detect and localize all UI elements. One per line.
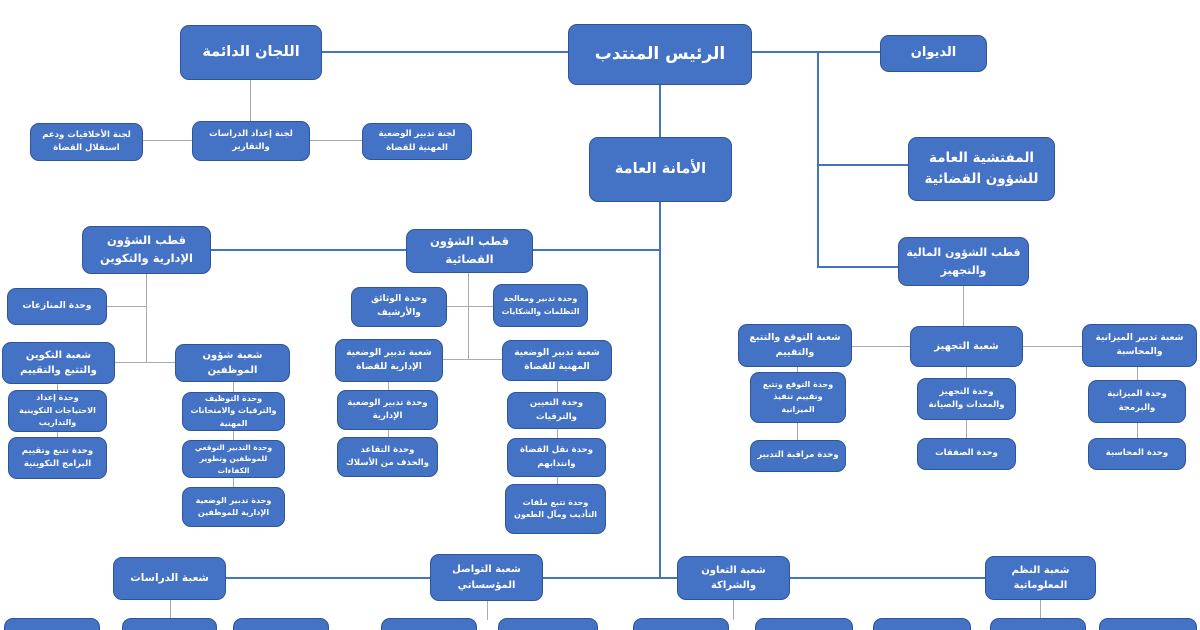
node-staff-admin-status-unit: وحدة تدبير الوضعية الإدارية للموظفين: [182, 487, 285, 527]
node-bottom-unit-cut-2: [122, 618, 217, 630]
node-grievances-complaints-unit: وحدة تدبير ومعالجة التظلمات والشكايات: [493, 284, 588, 327]
node-staff-predictive-mgmt-unit: وحدة التدبير التوقعي للموظفين وتطوير الك…: [182, 440, 285, 478]
connector-line: [790, 577, 985, 579]
connector-line: [817, 164, 911, 166]
node-admin-status-mgmt-unit: وحدة تدبير الوضعية الإدارية: [337, 390, 438, 430]
connector-line: [797, 367, 799, 372]
node-management-control-unit: وحدة مراقبة التدبير: [750, 440, 846, 472]
connector-line: [115, 362, 175, 364]
node-general-secretariat: الأمانة العامة: [589, 137, 732, 202]
connector-line: [443, 359, 502, 361]
connector-line: [557, 429, 559, 438]
node-information-systems-division: شعبة النظم المعلوماتية: [985, 556, 1096, 600]
node-judges-transfer-unit: وحدة نقل القضاة وانتدابهم: [507, 438, 606, 477]
node-recruitment-promotions-unit: وحدة التوظيف والترقيات والامتحانات المهن…: [182, 392, 285, 431]
connector-line: [797, 423, 799, 440]
connector-line: [107, 306, 146, 308]
node-diwan: الديوان: [880, 35, 987, 72]
node-appointment-promotions-unit: وحدة التعيين والترقيات: [507, 392, 606, 429]
connector-line: [817, 51, 819, 267]
connector-line: [388, 382, 390, 390]
connector-line: [557, 477, 559, 485]
connector-line: [233, 478, 235, 487]
node-admin-training-pole: قطب الشؤون الإدارية والتكوين: [82, 226, 211, 274]
connector-line: [1040, 600, 1042, 620]
connector-line: [233, 382, 235, 392]
node-equipment-maintenance-unit: وحدة التجهيز والمعدات والصيانة: [917, 378, 1016, 420]
connector-line: [322, 51, 568, 53]
node-bottom-unit-cut-8: [873, 618, 971, 630]
node-permanent-committees: اللجان الدائمة: [180, 25, 322, 80]
node-bottom-unit-cut-5: [498, 618, 598, 630]
node-budget-accounting-division: شعبة تدبير الميزانية والمحاسبة: [1082, 324, 1197, 367]
connector-line: [659, 85, 661, 137]
connector-line: [57, 384, 59, 391]
node-financial-equipment-pole: قطب الشؤون المالية والتجهيز: [898, 237, 1029, 286]
node-bottom-unit-cut-10: [1099, 618, 1197, 630]
node-budget-forecast-unit: وحدة التوقع وتتبع وتقييم تنفيذ الميزانية: [750, 372, 846, 423]
connector-line: [226, 577, 430, 579]
connector-line: [250, 80, 252, 121]
node-cooperation-partnership-division: شعبة التعاون والشراكة: [677, 556, 790, 600]
connector-line: [543, 577, 677, 579]
node-ethics-committee: لجنة الأخلاقيات ودعم استقلال القضاة: [30, 123, 143, 161]
node-equipment-division: شعبة التجهيز: [910, 326, 1023, 367]
connector-line: [733, 600, 735, 620]
node-procurement-unit: وحدة الصفقات: [917, 438, 1016, 470]
connector-line: [817, 266, 898, 268]
node-bottom-unit-cut-6: [633, 618, 729, 630]
node-retirement-unit: وحدة التقاعد والحذف من الأسلاك: [337, 437, 438, 477]
node-institutional-communication-division: شعبة التواصل المؤسساتي: [430, 554, 543, 601]
node-budget-programming-unit: وحدة الميزانية والبرمجة: [1088, 380, 1186, 423]
connector-line: [966, 420, 968, 438]
connector-line: [557, 381, 559, 392]
node-bottom-unit-cut-1: [4, 618, 100, 630]
node-training-needs-unit: وحدة إعداد الاحتياجات التكوينية والتداري…: [8, 390, 107, 432]
connector-line: [468, 273, 470, 360]
node-disputes-unit: وحدة المنازعات: [7, 288, 107, 325]
node-bottom-unit-cut-7: [755, 618, 853, 630]
connector-line: [659, 202, 661, 578]
connector-line: [752, 51, 880, 53]
connector-line: [388, 430, 390, 437]
node-judges-prof-status-division: شعبة تدبير الوضعية المهنية للقضاة: [502, 340, 612, 381]
node-studies-division: شعبة الدراسات: [113, 557, 226, 600]
connector-line: [447, 306, 493, 308]
node-accounting-unit: وحدة المحاسبة: [1088, 438, 1186, 470]
node-documents-archive-unit: وحدة الوثائق والأرشيف: [351, 287, 447, 327]
node-judges-status-committee: لجنة تدبير الوضعية المهنية للقضاة: [362, 123, 472, 160]
node-forecast-followup-division: شعبة التوقع والتتبع والتقييم: [738, 324, 852, 367]
connector-line: [966, 367, 968, 378]
connector-line: [310, 140, 362, 142]
connector-line: [233, 431, 235, 440]
node-bottom-unit-cut-9: [990, 618, 1086, 630]
connector-line: [211, 249, 406, 251]
node-judicial-affairs-pole: قطب الشؤون القضائية: [406, 229, 533, 273]
node-training-programs-eval-unit: وحدة تتبع وتقييم البرامج التكوينية: [8, 437, 107, 479]
connector-line: [852, 346, 910, 348]
node-general-inspectorate: المفتشية العامة للشؤون القضائية: [908, 137, 1055, 201]
node-studies-reports-committee: لجنة إعداد الدراسات والتقارير: [192, 121, 310, 161]
connector-line: [143, 140, 192, 142]
connector-line: [963, 286, 965, 326]
connector-line: [1137, 423, 1139, 438]
node-bottom-unit-cut-3: [233, 618, 329, 630]
node-president: الرئيس المنتدب: [568, 24, 752, 85]
connector-line: [487, 601, 489, 620]
connector-line: [57, 431, 59, 438]
node-bottom-unit-cut-4: [381, 618, 477, 630]
connector-line: [170, 600, 172, 620]
connector-line: [1137, 367, 1139, 380]
connector-line: [533, 249, 659, 251]
node-discipline-files-unit: وحدة تتبع ملفات التأديب ومآل الطعون: [505, 484, 606, 534]
node-judges-admin-status-division: شعبة تدبير الوضعية الإدارية للقضاة: [335, 339, 443, 382]
node-staff-affairs-division: شعبة شؤون الموظفين: [175, 344, 290, 382]
node-training-followup-division: شعبة التكوين والتتبع والتقييم: [2, 342, 115, 384]
connector-line: [146, 274, 148, 363]
connector-line: [1023, 346, 1082, 348]
